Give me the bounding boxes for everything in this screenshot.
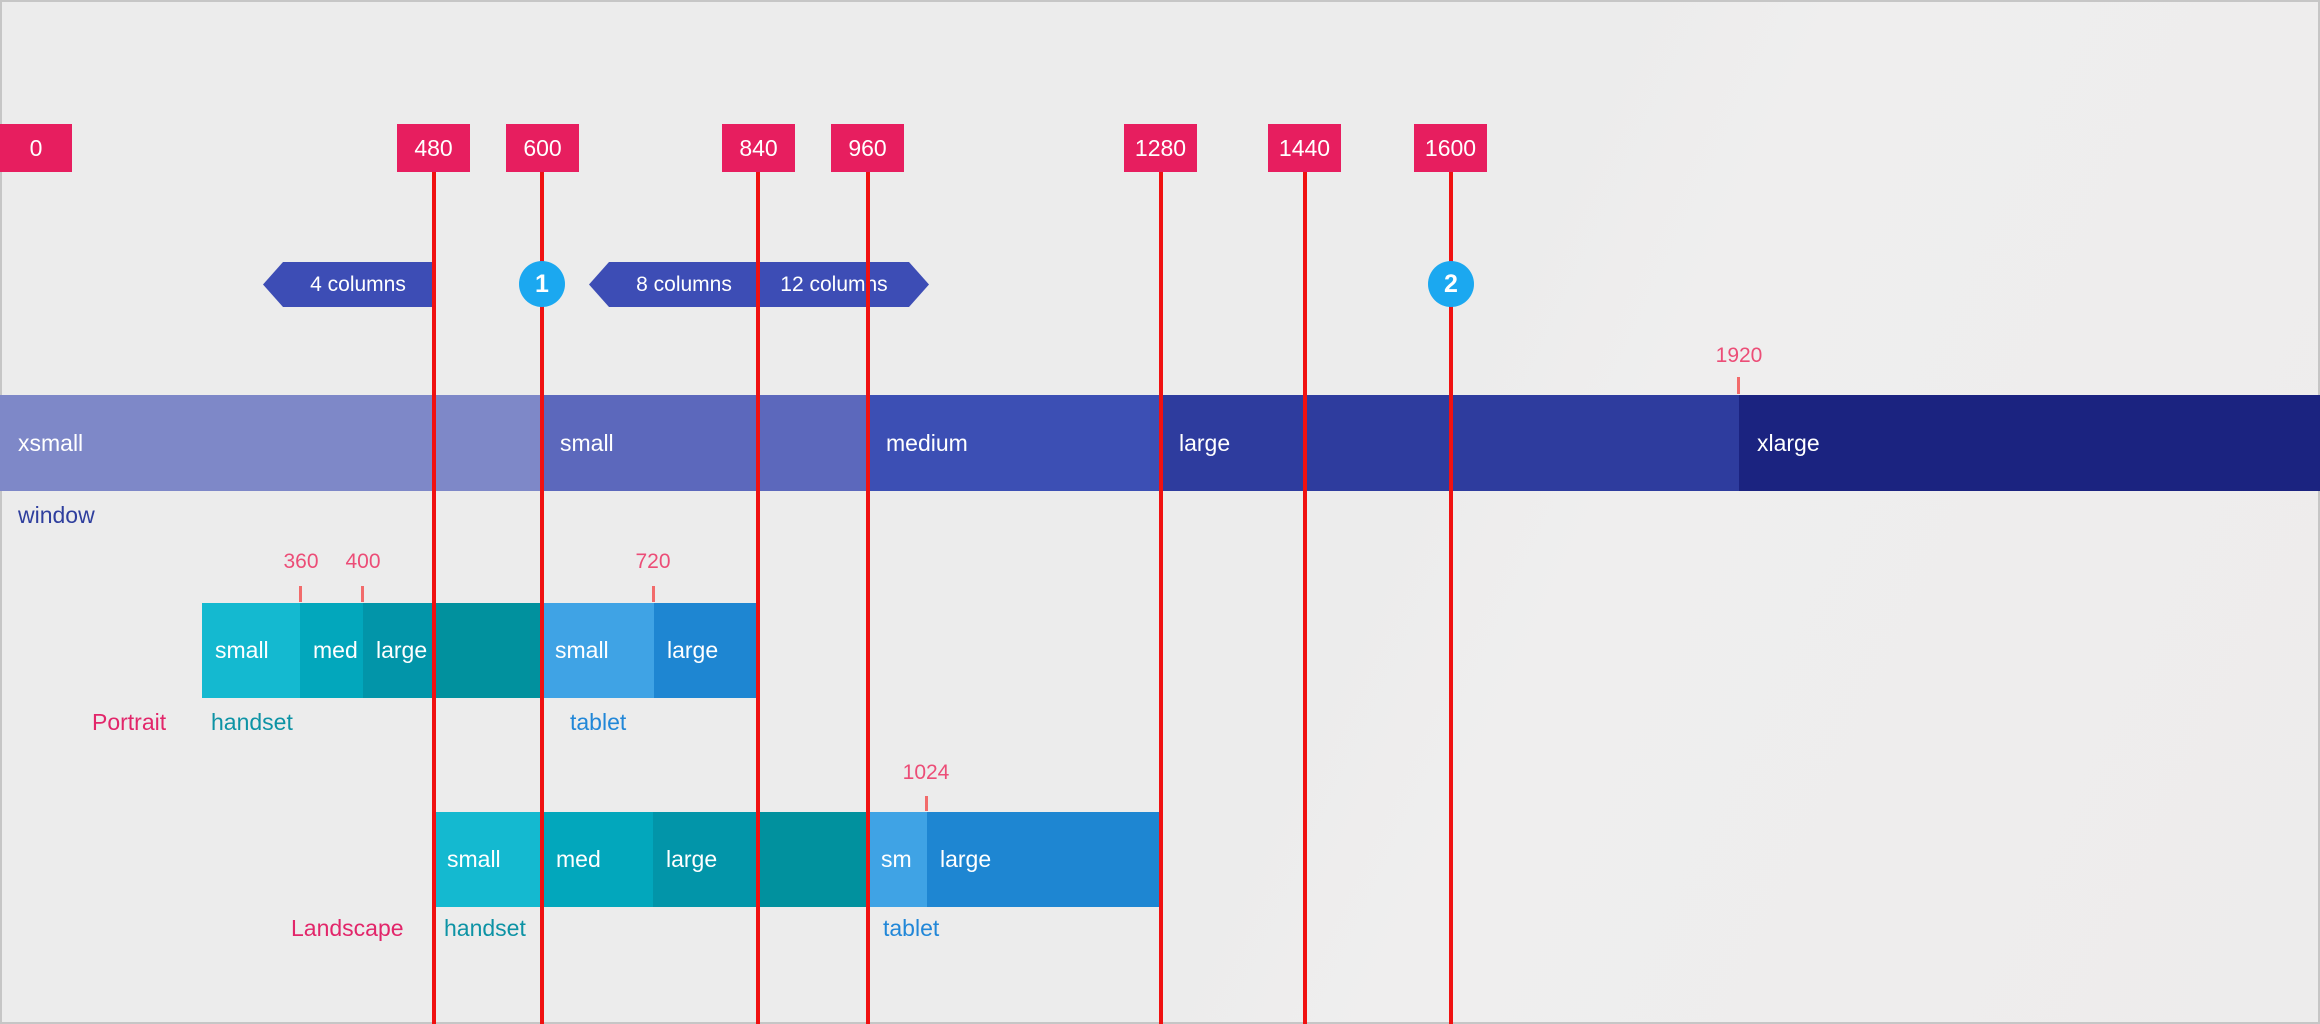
breakpoint-label-960: 960 <box>831 124 904 172</box>
band-segment-xlarge: xlarge <box>1739 395 2320 491</box>
tick-1024 <box>925 796 928 811</box>
window-caption: window <box>18 502 95 528</box>
grid-marker-1: 1 <box>519 261 565 307</box>
portrait-handset-large: large <box>363 603 434 698</box>
breakpoint-label-1280: 1280 <box>1124 124 1197 172</box>
band-segment-xsmall: xsmall <box>0 395 542 491</box>
breakpoint-label-480: 480 <box>397 124 470 172</box>
landscape-tablet-label: tablet <box>883 915 940 941</box>
landscape-handset-small: small <box>434 812 543 907</box>
marker-360: 360 <box>283 550 319 573</box>
landscape-handset-large: large <box>653 812 760 907</box>
rule-line-840 <box>756 172 760 1024</box>
grid-marker-2: 2 <box>1428 261 1474 307</box>
breakpoint-label-1440: 1440 <box>1268 124 1341 172</box>
portrait-handset-extension <box>434 603 542 698</box>
portrait-handset-med: med <box>300 603 363 698</box>
tick-720 <box>652 586 655 602</box>
band-segment-small: small <box>542 395 868 491</box>
breakpoint-label-0: 0 <box>0 124 72 172</box>
marker-1024: 1024 <box>902 761 950 784</box>
rule-line-480 <box>432 172 436 1024</box>
badge-8-columns-label: 8 columns <box>636 272 732 296</box>
landscape-handset-label: handset <box>444 915 526 941</box>
landscape-tablet-large: large <box>927 812 1161 907</box>
rule-line-1280 <box>1159 172 1163 1024</box>
marker-400: 400 <box>345 550 381 573</box>
portrait-tablet-label: tablet <box>570 709 627 735</box>
landscape-tablet-sm: sm <box>868 812 927 907</box>
breakpoint-label-600: 600 <box>506 124 579 172</box>
badge-4-columns: 4 columns <box>263 262 433 307</box>
marker-720: 720 <box>635 550 671 573</box>
tick-400 <box>361 586 364 602</box>
landscape-handset-med: med <box>543 812 653 907</box>
badge-12-columns-label: 12 columns <box>780 272 888 296</box>
tick-360 <box>299 586 302 602</box>
portrait-handset-label: handset <box>211 709 293 735</box>
breakpoint-label-1600: 1600 <box>1414 124 1487 172</box>
marker-1920: 1920 <box>1715 344 1763 367</box>
band-segment-medium: medium <box>868 395 1161 491</box>
tick-1920 <box>1737 377 1740 394</box>
rule-line-1600 <box>1449 172 1453 1024</box>
badge-4-columns-label: 4 columns <box>310 272 406 296</box>
portrait-handset-small: small <box>202 603 300 698</box>
portrait-row-label: Portrait <box>92 709 167 735</box>
breakpoint-label-840: 840 <box>722 124 795 172</box>
rule-line-960 <box>866 172 870 1024</box>
rule-line-1440 <box>1303 172 1307 1024</box>
landscape-row-label: Landscape <box>291 915 404 941</box>
portrait-tablet-large: large <box>654 603 759 698</box>
rule-line-600 <box>540 172 544 1024</box>
portrait-tablet-small: small <box>542 603 654 698</box>
landscape-handset-extension <box>760 812 868 907</box>
